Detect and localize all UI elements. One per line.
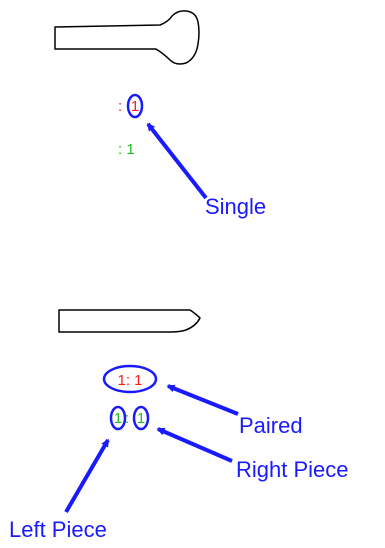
single-red-colon: :	[118, 98, 122, 115]
single-callout: Single	[205, 194, 266, 219]
paired-red-label: 1: 1	[117, 372, 142, 389]
paired-highlight	[102, 364, 158, 394]
left-piece-number: 1	[114, 410, 122, 427]
left-piece-callout: Left Piece	[9, 517, 107, 542]
paired-callout: Paired	[239, 413, 303, 438]
single-number-highlight	[126, 93, 144, 119]
paired-green-colon: :	[125, 410, 129, 427]
single-arrow	[146, 122, 208, 200]
right-piece-highlight	[132, 405, 150, 431]
right-piece-number: 1	[137, 410, 145, 427]
left-piece-highlight	[109, 405, 127, 431]
right-piece-callout: Right Piece	[236, 457, 349, 482]
left-piece-arrow	[64, 438, 110, 514]
single-red-number: 1	[131, 98, 139, 115]
paired-arrow	[166, 384, 239, 416]
single-piece-shape	[54, 10, 200, 65]
right-piece-arrow	[156, 427, 233, 463]
paired-piece-shape	[58, 309, 201, 333]
single-green-label: : 1	[118, 141, 135, 158]
